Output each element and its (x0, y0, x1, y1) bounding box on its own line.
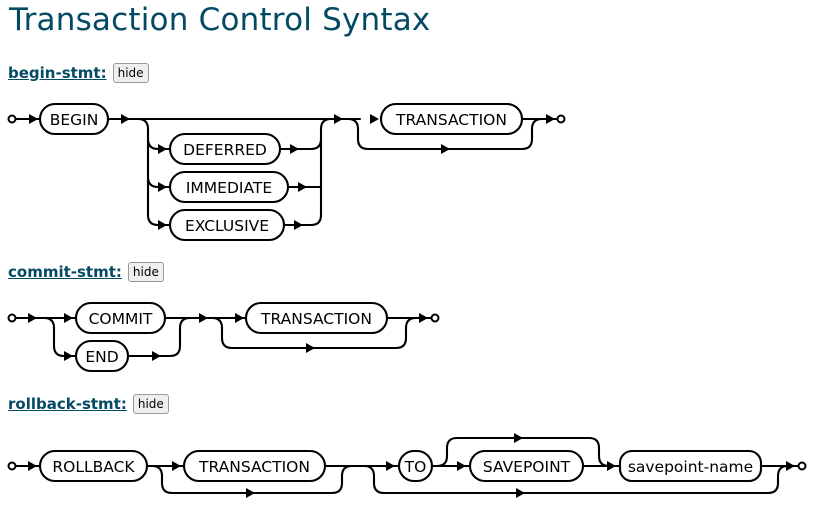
immediate-keyword-label: IMMEDIATE (186, 179, 272, 197)
savepoint-name-label: savepoint-name (628, 458, 753, 476)
begin-stmt-link[interactable]: begin-stmt: (8, 64, 107, 82)
start-terminal (7, 313, 17, 323)
begin-stmt-diagram: BEGIN DEFERRED IMMEDIATE EXCLUSIVE TRANS… (7, 102, 566, 242)
deferred-keyword-label: DEFERRED (183, 141, 267, 159)
exclusive-keyword-label: EXCLUSIVE (185, 217, 269, 235)
savepoint-keyword-label: SAVEPOINT (483, 458, 571, 476)
rollback-stmt-diagram: ROLLBACK TRANSACTION TO SAVEPOINT savepo… (7, 433, 807, 498)
page-title: Transaction Control Syntax (9, 2, 431, 38)
commit-stmt-header: commit-stmt: hide (8, 262, 164, 282)
start-terminal (7, 114, 17, 124)
rollback-stmt-header: rollback-stmt: hide (8, 394, 169, 414)
transaction-keyword-label: TRANSACTION (395, 111, 507, 129)
end-terminal (430, 313, 440, 323)
begin-stmt-header: begin-stmt: hide (8, 63, 149, 83)
end-keyword-label: END (85, 348, 118, 366)
rollback-stmt-link[interactable]: rollback-stmt: (8, 395, 127, 413)
commit-stmt-diagram: COMMIT END TRANSACTION (7, 301, 440, 373)
commit-keyword-label: COMMIT (89, 310, 153, 328)
commit-stmt-hide-button[interactable]: hide (127, 262, 164, 282)
begin-keyword-label: BEGIN (50, 111, 99, 129)
begin-stmt-hide-button[interactable]: hide (112, 63, 149, 83)
transaction-keyword-label: TRANSACTION (198, 458, 310, 476)
start-terminal (7, 461, 17, 471)
rollback-keyword-label: ROLLBACK (52, 458, 135, 476)
commit-stmt-link[interactable]: commit-stmt: (8, 263, 122, 281)
rollback-stmt-hide-button[interactable]: hide (132, 394, 169, 414)
end-terminal (556, 114, 566, 124)
transaction-keyword-label: TRANSACTION (260, 310, 372, 328)
end-terminal (797, 461, 807, 471)
to-keyword-label: TO (404, 458, 427, 476)
